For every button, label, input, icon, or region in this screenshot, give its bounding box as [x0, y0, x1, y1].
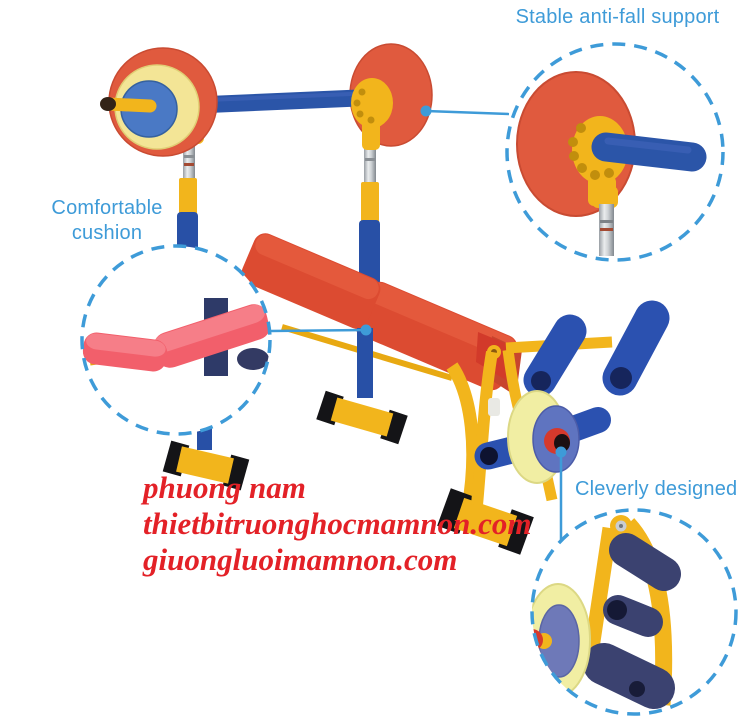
- leader-dot-support: [420, 105, 432, 117]
- watermark-line-3: giuongluoimamnon.com: [143, 542, 458, 577]
- foam-rollers-top: [523, 300, 670, 397]
- barbell: [100, 43, 433, 157]
- zoom-weight-disc: [532, 583, 591, 697]
- label-stable-anti-fall-support: Stable anti-fall support: [515, 6, 720, 28]
- bench-leg-middle: [357, 328, 373, 398]
- leader-dot-clever: [555, 446, 567, 458]
- leader-dot-cushion: [360, 324, 372, 336]
- watermark-line-2: thietbitruonghocmamnon.com: [143, 506, 532, 541]
- callout-circle-clever: [530, 508, 738, 716]
- zoom-chrome-post: [599, 204, 614, 256]
- callout-circle-cushion: [80, 244, 272, 436]
- callout-cushion: [80, 244, 372, 436]
- watermark-line-1: phuong nam: [143, 470, 306, 505]
- label-comfortable-cushion: Comfortable cushion: [51, 197, 163, 244]
- bar-bracket-right: [351, 78, 393, 150]
- bench: [162, 233, 534, 555]
- leader-line-support: [425, 109, 510, 116]
- watermark: phuong nam thietbitruonghocmamnon.com gi…: [143, 470, 531, 578]
- bench-foot-middle: [316, 390, 408, 445]
- label-cleverly-designed: Cleverly designed: [575, 478, 738, 500]
- callout-support: [420, 42, 725, 262]
- zoom-cushion-right: [153, 304, 270, 368]
- bench-foot-left: [162, 440, 250, 491]
- zoom-barbell-bar: [591, 132, 707, 172]
- zoom-foam-rollers: [583, 533, 681, 709]
- bench-foot-rear: [437, 488, 534, 555]
- callout-circle-support: [505, 42, 725, 262]
- bench-pad-back: [241, 233, 381, 329]
- zoom-frame-arm-left: [581, 526, 618, 670]
- zoom-cushion-left: [82, 332, 168, 372]
- rear-support-tube: [446, 362, 480, 510]
- callout-clever: [530, 446, 738, 716]
- leader-line-cushion: [269, 328, 367, 333]
- weight-plates-left: [100, 47, 218, 157]
